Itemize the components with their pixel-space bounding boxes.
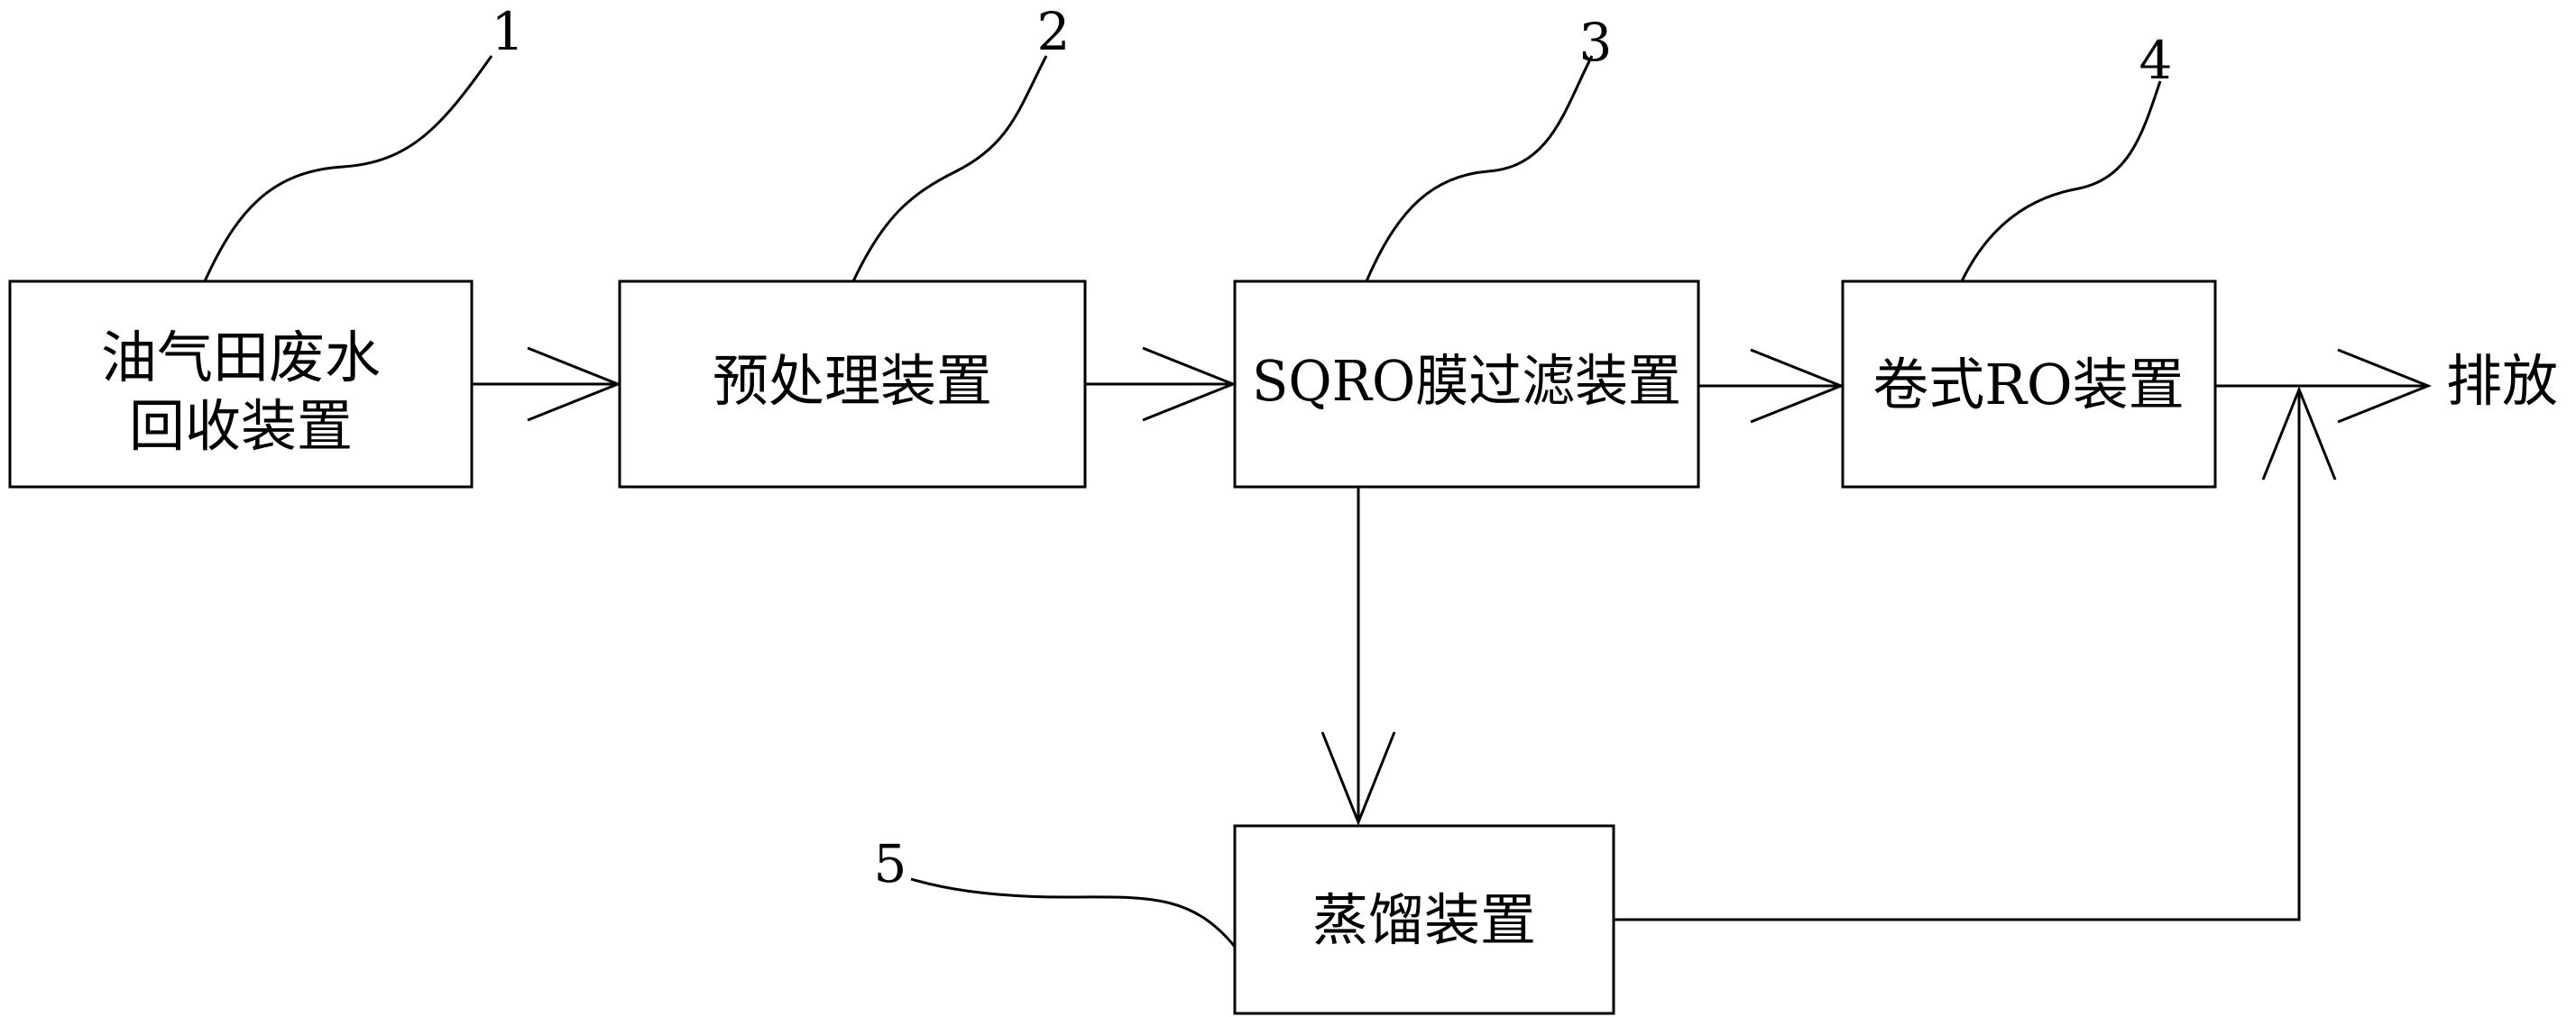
arrowhead-to-distillation (1320, 731, 1396, 827)
ref-numeral-3: 3 (1579, 12, 1613, 73)
arrowhead-to-sqro (1142, 346, 1237, 422)
node-spiral-ro-label: 卷式RO装置 (1872, 352, 2185, 417)
ref-numeral-5: 5 (874, 833, 907, 894)
node-spiral-ro-box (1841, 279, 2217, 489)
arrowhead-to-outlet (2337, 348, 2433, 424)
leader-line-2 (851, 55, 1048, 282)
leader-line-5 (910, 877, 1237, 948)
ref-numeral-2: 2 (1037, 1, 1071, 62)
node-pretreatment-label: 预处理装置 (713, 348, 992, 414)
node-recovery-box (8, 279, 474, 489)
ref-numeral-4: 4 (2139, 30, 2173, 91)
node-sqro-label: SQRO膜过滤装置 (1252, 348, 1681, 414)
leader-line-3 (1365, 55, 1594, 282)
node-recovery-label-line2: 回收装置 (129, 393, 353, 459)
arrowhead-to-pretreatment (527, 346, 622, 422)
outlet-label: 排放 (2446, 348, 2558, 414)
node-distillation-box (1233, 824, 1615, 1015)
arrowhead-return-to-outlet (2261, 385, 2337, 481)
node-recovery-label-line1: 油气田废水 (101, 325, 381, 390)
node-distillation-label: 蒸馏装置 (1312, 887, 1536, 953)
node-pretreatment-box (618, 279, 1087, 489)
leader-line-4 (1960, 80, 2162, 282)
arrowhead-to-spiral-ro (1750, 348, 1845, 424)
connector-distillation-to-outlet (1614, 389, 2301, 921)
leader-line-1 (203, 55, 493, 282)
node-sqro-box (1233, 279, 1700, 489)
ref-numeral-1: 1 (492, 1, 525, 62)
